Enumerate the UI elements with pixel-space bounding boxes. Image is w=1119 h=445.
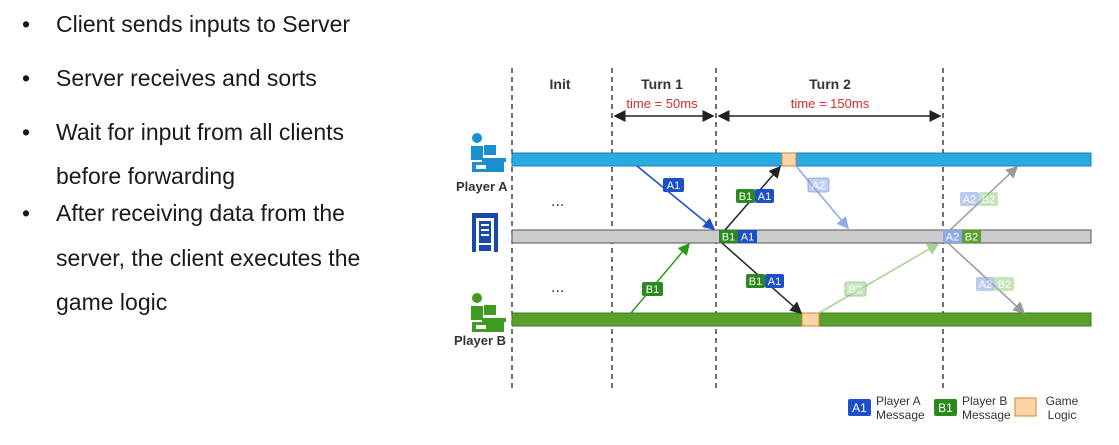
player-b-label: Player B <box>454 333 506 348</box>
player-a-timeline <box>511 152 1092 167</box>
message-badge-b1-to-a: B1 A1 <box>736 189 774 203</box>
svg-text:Logic: Logic <box>1048 408 1077 422</box>
player-b-icon <box>471 293 506 332</box>
svg-text:Game: Game <box>1046 394 1079 408</box>
svg-text:Message: Message <box>962 408 1011 422</box>
message-badge-server-a2-b2: A2 B2 <box>943 230 981 244</box>
svg-text:B2: B2 <box>965 232 978 244</box>
svg-text:A2: A2 <box>963 194 976 206</box>
time-label-turn-1: time = 50ms <box>626 96 698 111</box>
message-badge-a2: A2 <box>807 177 830 193</box>
ellipsis-lower: ... <box>551 279 564 296</box>
svg-text:B1: B1 <box>938 401 953 415</box>
phase-label-turn-2: Turn 2 <box>809 76 851 92</box>
player-a-icon <box>471 133 506 172</box>
server-timeline <box>511 229 1092 244</box>
svg-text:B2: B2 <box>849 284 862 296</box>
game-logic-box <box>801 312 820 327</box>
player-a-label: Player A <box>456 179 508 194</box>
message-arrow-a2-to-server <box>795 165 849 230</box>
legend-game-logic: Game Logic <box>1014 394 1079 422</box>
svg-text:B1: B1 <box>739 191 752 203</box>
message-badge-a1: A1 <box>663 178 684 192</box>
message-badge-b1: B1 <box>642 282 663 296</box>
svg-text:B2: B2 <box>998 279 1011 291</box>
svg-text:Player A: Player A <box>876 394 921 408</box>
phase-label-init: Init <box>550 76 571 92</box>
svg-text:Player B: Player B <box>962 394 1007 408</box>
legend-player-b-message: B1 Player B Message <box>934 394 1011 422</box>
svg-text:A1: A1 <box>741 232 754 244</box>
svg-text:A2: A2 <box>979 279 992 291</box>
time-label-turn-2: time = 150ms <box>791 96 870 111</box>
legend-player-a-message: A1 Player A Message <box>848 394 925 422</box>
svg-text:B2: B2 <box>982 194 995 206</box>
svg-text:A2: A2 <box>946 232 959 244</box>
message-arrow-a1-to-server <box>636 165 716 230</box>
message-badge-a2-b2-to-a: A2 B2 <box>960 192 998 206</box>
message-arrow-b2-to-server <box>818 243 940 314</box>
message-badge-a2-b2-to-b: A2 B2 <box>976 277 1014 291</box>
svg-text:A1: A1 <box>667 180 680 192</box>
svg-text:A1: A1 <box>852 401 867 415</box>
message-badge-b2: B2 <box>844 281 867 297</box>
message-badge-server-b1-a1: B1 A1 <box>719 230 757 244</box>
svg-text:B1: B1 <box>646 284 659 296</box>
svg-text:A2: A2 <box>812 180 825 192</box>
server-icon <box>472 213 498 252</box>
phase-label-turn-1: Turn 1 <box>641 76 683 92</box>
legend: A1 Player A Message B1 Player B Message … <box>848 394 1079 422</box>
svg-text:A1: A1 <box>758 191 771 203</box>
ellipsis-upper: ... <box>551 193 564 210</box>
svg-text:A1: A1 <box>768 276 781 288</box>
svg-text:B1: B1 <box>749 276 762 288</box>
message-badge-b1-to-b: B1 A1 <box>746 274 784 288</box>
svg-text:B1: B1 <box>722 232 735 244</box>
game-logic-box <box>781 152 797 167</box>
svg-text:Message: Message <box>876 408 925 422</box>
message-arrow-b1-to-server <box>630 242 690 314</box>
